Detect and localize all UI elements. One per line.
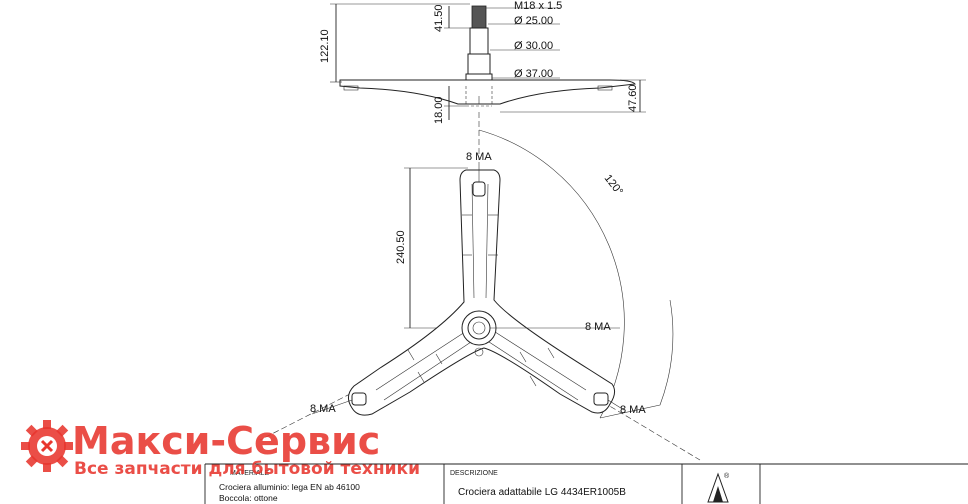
label-hole-left: 8 MA [310, 403, 336, 415]
dim-18: 18.00 [433, 96, 445, 124]
label-hole-right: 8 MA [620, 404, 646, 416]
dim-41: 41.50 [433, 4, 445, 32]
gear-icon [21, 420, 73, 472]
dim-122: 122.10 [319, 29, 331, 63]
materiale-line1: Crociera alluminio: lega EN ab 46100 [219, 482, 360, 492]
watermark: Макси-Сервис Все запчасти для бытовой те… [21, 419, 420, 479]
descrizione-value: Crociera adattabile LG 4434ER1005B [458, 487, 626, 498]
hole-right [593, 392, 609, 406]
dim-thread: M18 x 1.5 [514, 0, 562, 12]
spider-profile [339, 79, 636, 105]
dim-d30: Ø 30.00 [514, 40, 553, 52]
side-view: 122.10 41.50 18.00 47.60 M18 x 1.5 Ø 25.… [319, 0, 646, 124]
materiale-label: MATERIALE [230, 470, 269, 477]
hole-top [472, 181, 486, 197]
title-block: MATERIALE Crociera alluminio: lega EN ab… [204, 463, 968, 504]
descrizione-label: DESCRIZIONE [450, 470, 498, 477]
hole-left [351, 392, 367, 406]
top-view: 120° 240.50 8 MA 8 M [259, 112, 701, 461]
dim-d37: Ø 37.00 [514, 68, 553, 80]
dim-angle: 120° [602, 172, 625, 197]
watermark-brand: Макси-Сервис [72, 419, 380, 463]
watermark-tagline: Все запчасти для бытовой техники [74, 459, 420, 479]
label-hole-top: 8 MA [466, 151, 492, 163]
dim-240: 240.50 [395, 230, 407, 264]
shaft-thread [471, 5, 487, 29]
logo-registered: ® [724, 472, 730, 480]
shaft-d25 [469, 27, 489, 55]
dim-47: 47.60 [627, 84, 639, 112]
materiale-line2: Boccola: ottone [219, 493, 278, 503]
label-hole-center: 8 MA [585, 321, 611, 333]
dim-d25: Ø 25.00 [514, 15, 553, 27]
angle-arc [478, 129, 625, 419]
shaft-d30 [467, 53, 491, 75]
spider-body [348, 169, 616, 416]
